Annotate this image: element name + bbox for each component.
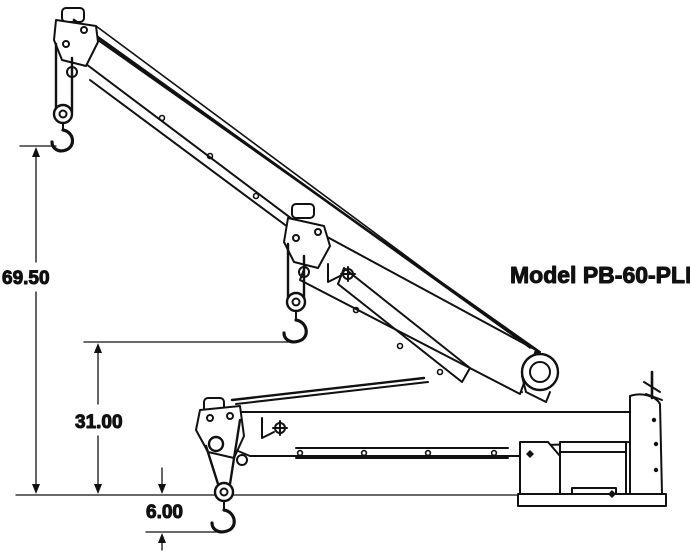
boom-upper-edge	[97, 39, 541, 353]
base-pin-symbol	[272, 420, 288, 436]
mast-holes	[651, 417, 659, 473]
arrow-6-00-up	[158, 533, 166, 543]
dimension-lines	[15, 145, 521, 551]
arrow-69-50-top	[32, 147, 40, 157]
boom-inner-edge	[89, 79, 301, 237]
boom-pivot-bracket	[521, 375, 551, 403]
arrow-31-00-bottom	[94, 484, 102, 494]
top-head-bolt	[80, 26, 88, 34]
base-angle-bracket	[261, 417, 275, 439]
model-label: Model PB-60-PLB	[510, 262, 690, 288]
dimension-69-50-label: 69.50	[2, 268, 50, 289]
boom-hole	[206, 152, 214, 160]
crane-mast	[517, 370, 667, 507]
low-lower-sheave	[207, 435, 225, 453]
boom-hole	[352, 306, 360, 314]
low-hook-cable-left	[204, 444, 220, 486]
boom-angle-bracket	[327, 263, 341, 283]
low-head-bolt	[226, 412, 234, 420]
crane-boom	[72, 18, 560, 403]
pedestal-gearbox	[559, 441, 627, 495]
low-hook-icon	[210, 508, 236, 534]
dimension-arrowheads	[32, 147, 166, 543]
mid-head-bolt	[292, 234, 300, 242]
top-sheave-block	[52, 103, 74, 125]
top-hook-icon	[50, 128, 74, 153]
mid-hook-assembly	[282, 203, 331, 344]
boom-pivot-wheel-inner	[529, 361, 551, 383]
mid-hook-icon	[282, 318, 308, 344]
boom-lower-sleeve	[337, 267, 471, 383]
boom-pin-symbol	[340, 266, 356, 282]
pedestal-block	[519, 441, 561, 495]
pedestal-base-plate	[517, 493, 667, 507]
mid-boom-handle	[291, 203, 315, 219]
boom-hole	[158, 114, 166, 122]
boom-hoist-cable	[95, 25, 531, 349]
mid-head-bolt	[314, 228, 322, 236]
boom-outer-sleeve	[299, 231, 537, 395]
boom-hole	[396, 342, 404, 350]
dimension-31-00-label: 31.00	[75, 412, 123, 433]
low-sheave-center	[219, 487, 229, 497]
arrow-69-50-bottom	[32, 484, 40, 494]
top-head-bolt	[62, 40, 70, 48]
dimension-6-00-label: 6.00	[146, 502, 183, 523]
boom-holes	[158, 114, 444, 376]
low-shackle	[236, 454, 248, 466]
top-hook-assembly	[50, 7, 99, 153]
boom-hole	[436, 368, 444, 376]
top-boom-head	[53, 19, 99, 67]
arrow-31-00-top	[94, 343, 102, 353]
boom-pivot-wheel-outer	[520, 352, 560, 392]
top-sheave-center	[58, 109, 68, 119]
low-hook-assembly	[195, 397, 248, 534]
top-shackle	[66, 66, 78, 78]
tie-rod-upper	[230, 376, 426, 402]
base-jib-holes	[296, 449, 498, 457]
low-head-bolt	[206, 414, 214, 422]
pedestal-diamonds	[526, 450, 616, 498]
tie-rod-lower	[235, 381, 429, 405]
low-sheave-block	[213, 481, 235, 503]
low-hook-cable-right	[228, 418, 242, 486]
mid-shackle	[298, 266, 310, 278]
mid-sheave-center	[291, 297, 301, 307]
mid-boom-head	[283, 217, 331, 269]
boom-hole	[252, 192, 260, 200]
pedestal-gearbox-foot	[571, 487, 617, 495]
mid-sheave-block	[285, 291, 307, 313]
arrow-6-00-down	[158, 484, 166, 494]
